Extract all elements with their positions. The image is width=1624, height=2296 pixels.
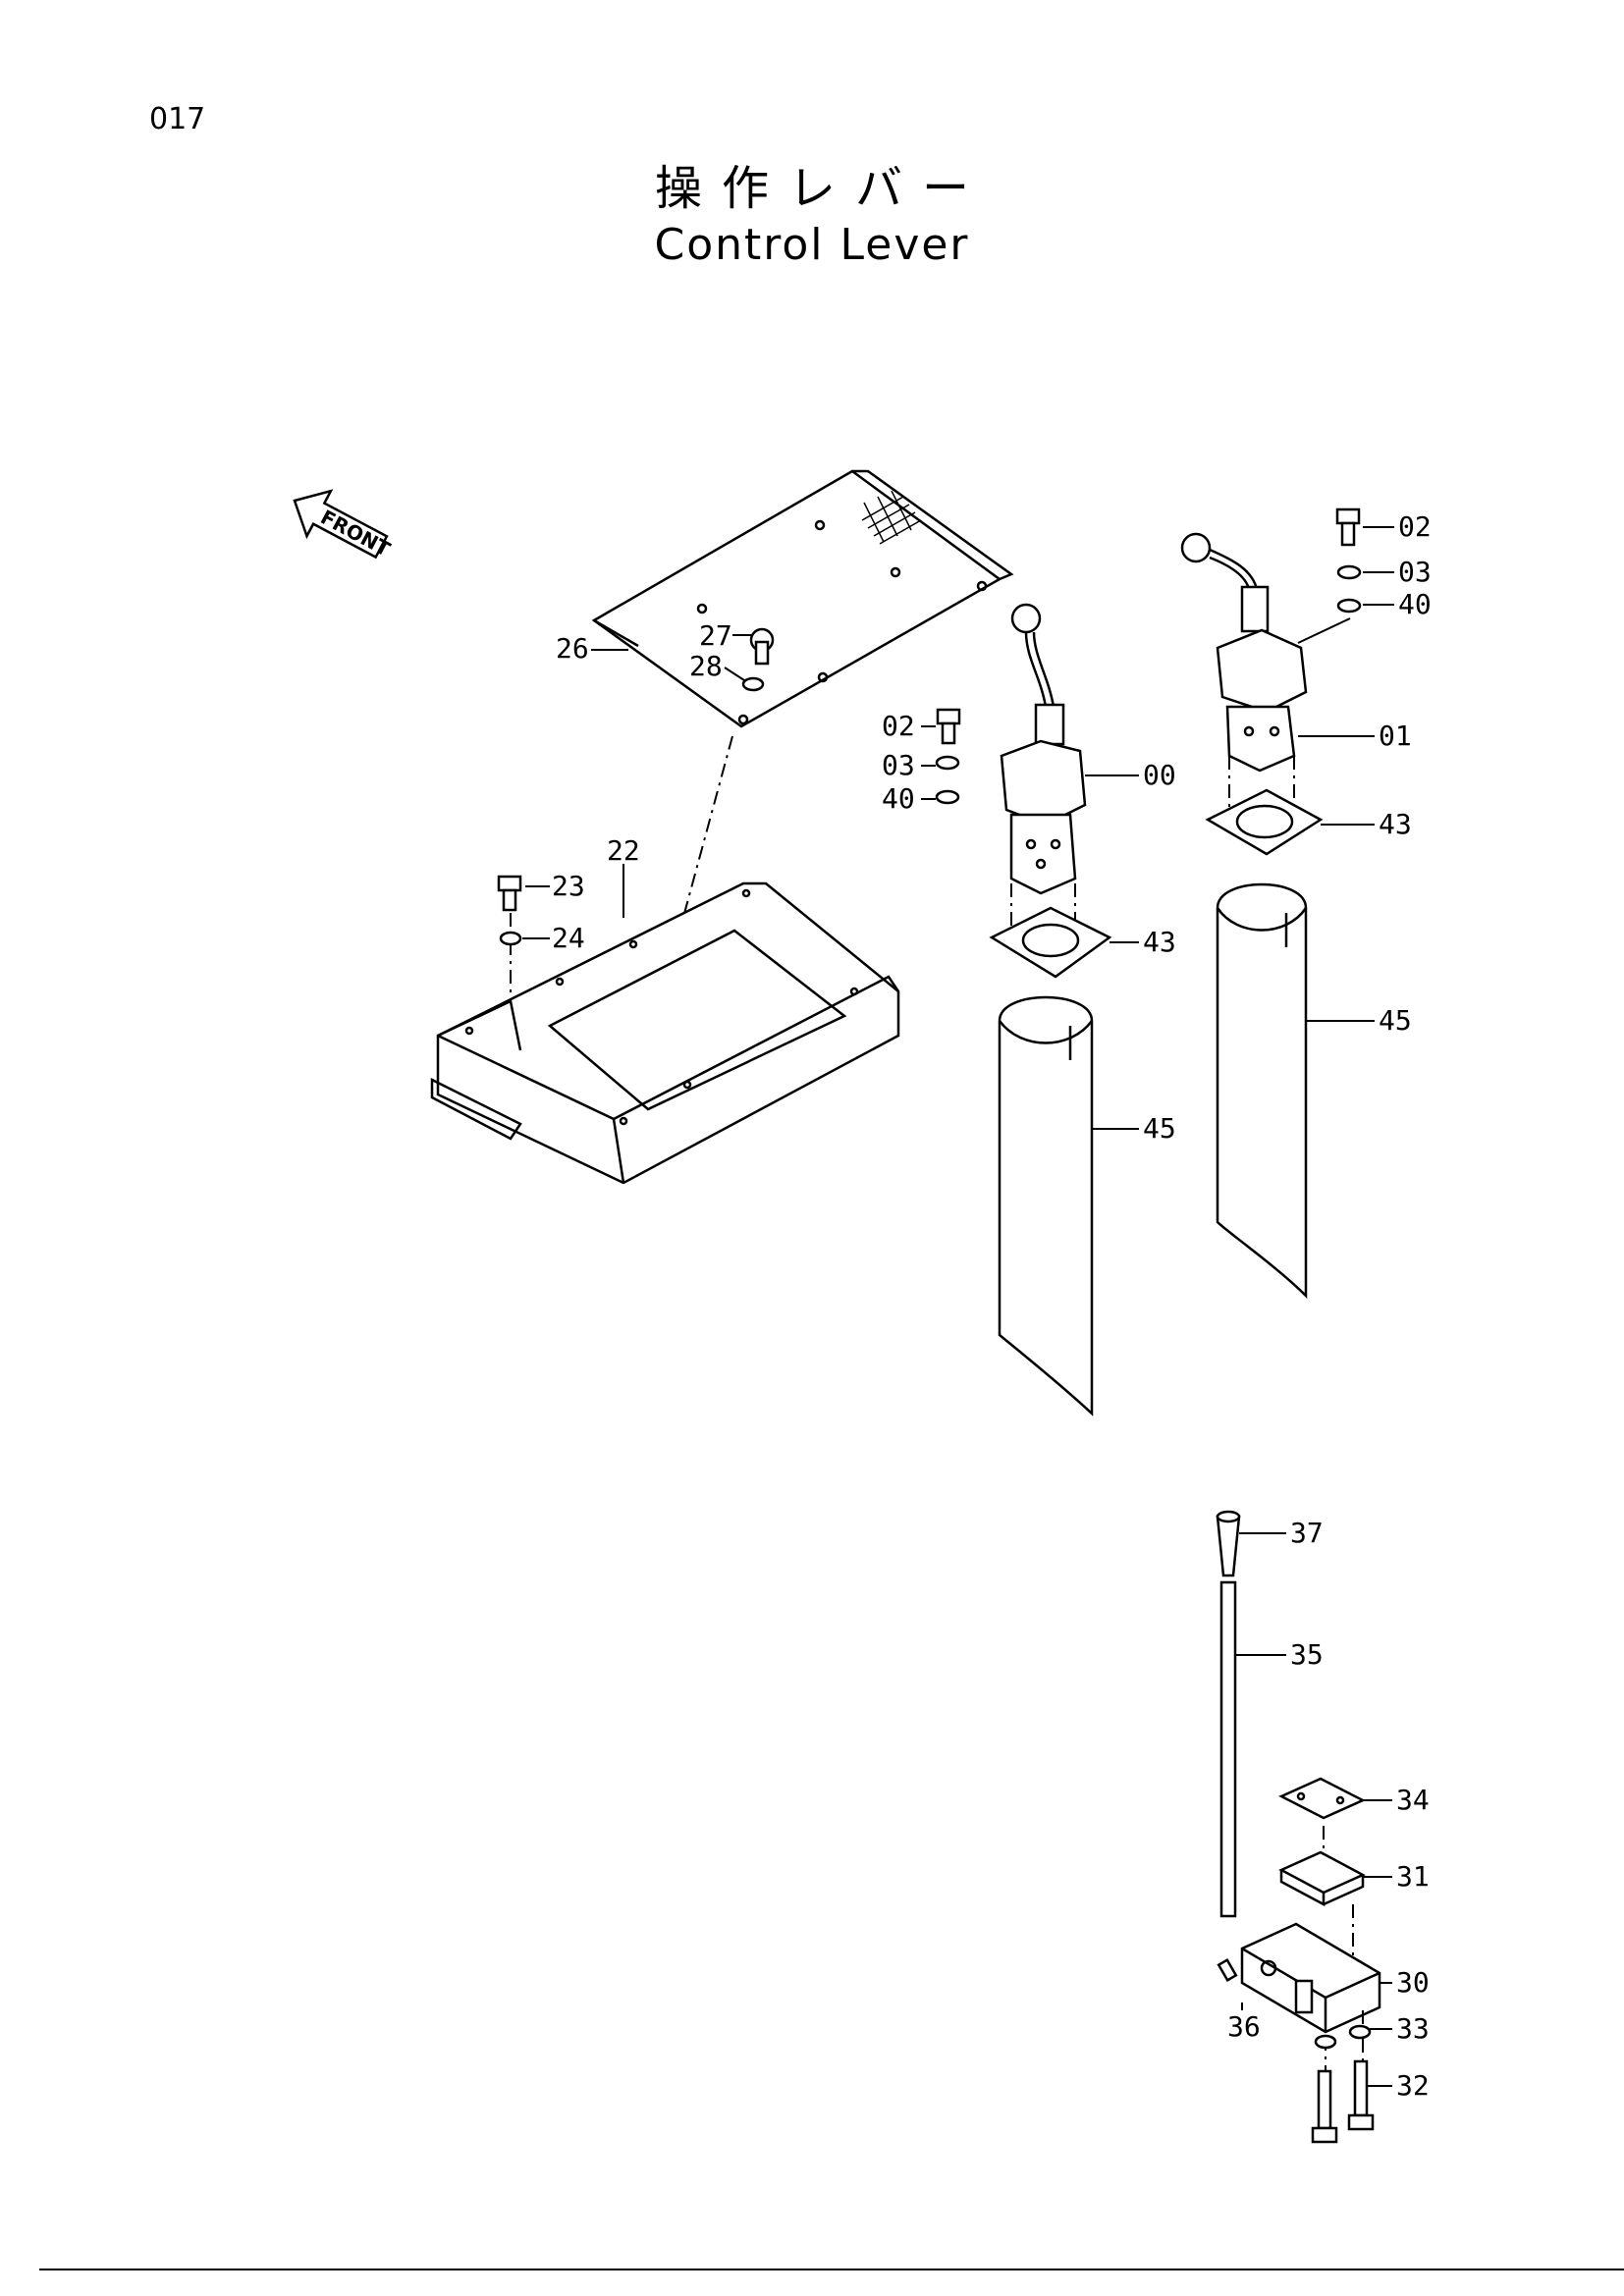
part-37-knob bbox=[1216, 1510, 1241, 1577]
front-arrow-icon: FRONT bbox=[293, 489, 395, 561]
part-01-pilot-valve bbox=[1180, 532, 1308, 773]
callout-30: 30 bbox=[1396, 1966, 1430, 1999]
part-36-pin bbox=[1217, 1957, 1238, 1983]
part-02-bolt-right bbox=[1335, 507, 1361, 547]
part-24-washer bbox=[499, 931, 522, 946]
part-03-washer-right bbox=[1336, 564, 1362, 580]
callout-00: 00 bbox=[1143, 759, 1176, 791]
callout-35: 35 bbox=[1290, 1638, 1324, 1671]
part-43-plate-left bbox=[989, 906, 1112, 979]
callout-37: 37 bbox=[1290, 1517, 1324, 1549]
callout-24: 24 bbox=[552, 922, 585, 954]
part-34-bracket bbox=[1278, 1777, 1366, 1820]
part-40-washer-left bbox=[935, 789, 960, 805]
callout-22: 22 bbox=[607, 834, 640, 867]
callout-26: 26 bbox=[556, 632, 589, 665]
callout-32: 32 bbox=[1396, 2069, 1430, 2102]
callout-43-right: 43 bbox=[1379, 808, 1412, 840]
part-03-washer-left bbox=[935, 755, 960, 771]
part-02-bolt-left bbox=[936, 708, 961, 745]
part-35-rod bbox=[1219, 1580, 1237, 1918]
page-title-ja: 操作レバー bbox=[654, 161, 989, 216]
callout-02-right: 02 bbox=[1398, 510, 1432, 543]
part-40-washer-right bbox=[1336, 598, 1362, 614]
part-32-bolt-b bbox=[1347, 2059, 1375, 2131]
part-23-bolt bbox=[497, 875, 522, 912]
part-45-boot-right bbox=[1216, 882, 1308, 1300]
callout-43-left: 43 bbox=[1143, 926, 1176, 958]
part-32-bolt-a bbox=[1311, 2069, 1338, 2144]
callout-28: 28 bbox=[689, 650, 723, 682]
part-33-washer-a bbox=[1314, 2034, 1337, 2050]
page-number: 017 bbox=[149, 102, 206, 136]
callout-03-left: 03 bbox=[882, 749, 915, 781]
callout-27: 27 bbox=[699, 619, 732, 652]
part-27-screw bbox=[749, 627, 775, 666]
title-block: 操作レバー Control Lever bbox=[0, 159, 1624, 273]
callout-31: 31 bbox=[1396, 1860, 1430, 1893]
callout-45-left: 45 bbox=[1143, 1112, 1176, 1145]
part-26-cover-plate bbox=[591, 469, 1014, 728]
callout-23: 23 bbox=[552, 870, 585, 902]
callout-40-right: 40 bbox=[1398, 588, 1432, 620]
part-31-bracket bbox=[1278, 1850, 1366, 1907]
part-45-boot-left bbox=[998, 995, 1094, 1416]
callout-34: 34 bbox=[1396, 1784, 1430, 1816]
callout-01: 01 bbox=[1379, 720, 1412, 752]
callout-36: 36 bbox=[1227, 2010, 1261, 2043]
page-title-en: Control Lever bbox=[654, 220, 970, 270]
part-30-valve-body bbox=[1240, 1922, 1381, 2034]
callout-45-right: 45 bbox=[1379, 1004, 1412, 1037]
part-33-washer-b bbox=[1348, 2024, 1372, 2040]
callout-03-right: 03 bbox=[1398, 556, 1432, 588]
part-28-washer bbox=[741, 676, 765, 692]
part-00-pilot-valve bbox=[1000, 603, 1087, 895]
callout-40-left: 40 bbox=[882, 782, 915, 815]
callout-33: 33 bbox=[1396, 2012, 1430, 2045]
part-22-console-cover bbox=[430, 881, 900, 1185]
part-43-plate-right bbox=[1205, 788, 1324, 856]
callout-02-left: 02 bbox=[882, 710, 915, 742]
